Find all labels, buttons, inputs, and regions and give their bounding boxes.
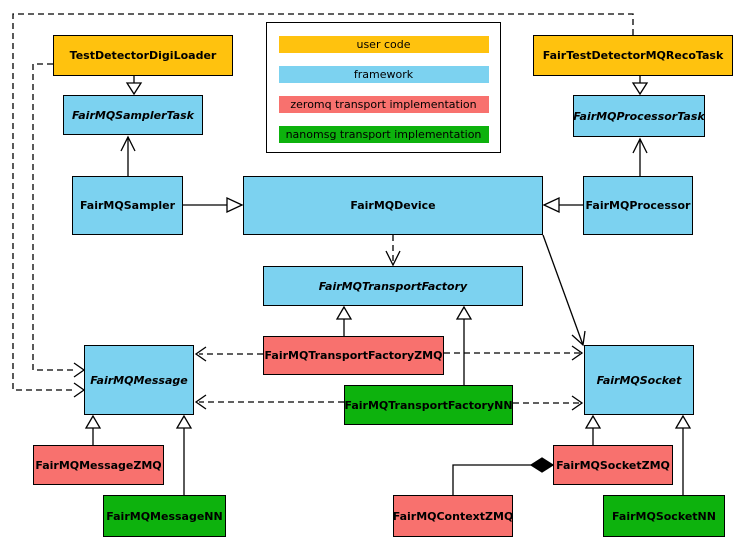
class-box-fairmqprocessor: FairMQProcessor: [583, 176, 693, 235]
open-arrowhead-icon: [385, 250, 401, 267]
open-arrowhead-icon: [120, 135, 136, 152]
class-box-fairmqcontextzmq: FairMQContextZMQ: [393, 495, 513, 537]
open-arrowhead-icon: [194, 346, 207, 362]
legend-swatch-zeromq: zeromq transport implementation: [278, 96, 489, 113]
class-box-fairmqsocket: FairMQSocket: [584, 345, 694, 415]
legend-label: framework: [353, 68, 414, 81]
edge-fairmqdevice-fairmqsocket-association: [542, 234, 586, 347]
hollow-triangle-icon: [674, 414, 692, 429]
edge-fairmqsocketzmq-fairmqsocket-inheritance: [584, 414, 602, 445]
class-label: FairMQContextZMQ: [392, 509, 514, 523]
legend-label: zeromq transport implementation: [290, 98, 477, 111]
hollow-triangle-icon: [84, 414, 102, 429]
hollow-triangle-icon: [226, 196, 244, 214]
edge-fairmqsampler-fairmqsamplertask-association: [120, 135, 136, 176]
class-box-fairmqsocketnn: FairMQSocketNN: [603, 495, 725, 537]
edge-fairmqtransportfactorynn-fairmqsocket-dependency: [513, 395, 584, 411]
class-label: FairMQTransportFactoryNN: [344, 398, 513, 412]
class-label: FairMQMessageZMQ: [35, 458, 162, 472]
class-label: FairMQSocket: [596, 373, 682, 387]
edge-fairmqsocketnn-fairmqsocket-inheritance: [674, 414, 692, 495]
class-label: FairMQSampler: [79, 199, 176, 212]
open-arrowhead-icon: [571, 345, 584, 361]
hollow-triangle-icon: [631, 82, 649, 96]
edge-fairmqtransportfactoryzmq-fairmqtransportfactory-inheritance: [335, 305, 353, 336]
edge-fairtestdetectormqrecotask-fairmqprocessortask-inheritance: [631, 76, 649, 96]
edge-fairmqtransportfactoryzmq-fairmqmessage-dependency: [194, 346, 263, 362]
class-label: FairMQSocketZMQ: [556, 458, 670, 472]
class-label: FairMQProcessor: [585, 199, 691, 212]
hollow-triangle-icon: [125, 82, 143, 96]
open-arrowhead-icon: [571, 330, 586, 347]
class-label: FairMQMessageNN: [106, 509, 223, 523]
edge-fairmqcontextzmq-fairmqsocketzmq-composition: [452, 457, 555, 495]
class-box-fairmqmessagenn: FairMQMessageNN: [103, 495, 226, 537]
class-label: FairMQProcessorTask: [573, 109, 705, 123]
class-box-fairmqdevice: FairMQDevice: [243, 176, 543, 235]
open-arrowhead-icon: [194, 394, 207, 410]
class-box-fairtestdetectormqrecotask: FairTestDetectorMQRecoTask: [533, 35, 733, 76]
class-label: FairMQDevice: [350, 199, 436, 212]
edge-fairmqprocessor-fairmqdevice-inheritance: [542, 196, 583, 214]
open-arrowhead-icon: [73, 382, 86, 398]
edge-fairtestdetectormqrecotask-fairmqmessage-dependency: [12, 13, 634, 398]
class-box-fairmqtransportfactorynn: FairMQTransportFactoryNN: [344, 385, 513, 425]
class-box-fairmqtransportfactoryzmq: FairMQTransportFactoryZMQ: [263, 336, 444, 375]
class-box-fairmqprocessortask: FairMQProcessorTask: [573, 95, 705, 137]
filled-diamond-icon: [529, 457, 555, 473]
hollow-triangle-icon: [455, 305, 473, 320]
hollow-triangle-icon: [335, 305, 353, 320]
open-arrowhead-icon: [73, 362, 86, 378]
class-box-fairmqsamplertask: FairMQSamplerTask: [63, 95, 203, 135]
class-label: FairMQSocketNN: [612, 509, 716, 523]
hollow-triangle-icon: [175, 414, 193, 429]
edge-fairmqtransportfactorynn-fairmqtransportfactory-inheritance: [455, 305, 473, 385]
legend-swatch-user-code: user code: [278, 36, 489, 53]
edge-fairmqsampler-fairmqdevice-inheritance: [183, 196, 244, 214]
open-arrowhead-icon: [571, 395, 584, 411]
class-label: TestDetectorDigiLoader: [69, 49, 217, 62]
class-label: FairMQTransportFactoryZMQ: [264, 349, 443, 362]
edge-fairmqdevice-fairmqtransportfactory-dependency: [385, 235, 401, 267]
edge-fairmqtransportfactorynn-fairmqmessage-dependency: [194, 394, 344, 410]
hollow-triangle-icon: [542, 196, 560, 214]
class-label: FairMQSamplerTask: [72, 108, 194, 122]
legend-label: nanomsg transport implementation: [285, 128, 482, 141]
class-box-fairmqsocketzmq: FairMQSocketZMQ: [553, 445, 673, 485]
edge-testdetectordigiloader-fairmqsamplertask-inheritance: [125, 76, 143, 96]
legend-swatch-framework: framework: [278, 66, 489, 83]
class-box-fairmqtransportfactory: FairMQTransportFactory: [263, 266, 523, 306]
class-label: FairTestDetectorMQRecoTask: [542, 49, 724, 62]
class-box-fairmqsampler: FairMQSampler: [72, 176, 183, 235]
hollow-triangle-icon: [584, 414, 602, 429]
edge-fairmqmessagenn-fairmqmessage-inheritance: [175, 414, 193, 495]
edge-fairmqtransportfactoryzmq-fairmqsocket-dependency: [444, 345, 584, 361]
class-box-fairmqmessage: FairMQMessage: [84, 345, 194, 415]
open-arrowhead-icon: [632, 137, 648, 154]
legend-swatch-nanomsg: nanomsg transport implementation: [278, 126, 489, 143]
class-label: FairMQMessage: [90, 373, 188, 387]
class-box-testdetectordigiloader: TestDetectorDigiLoader: [53, 35, 233, 76]
legend-label: user code: [356, 38, 411, 51]
legend-box: user code framework zeromq transport imp…: [266, 22, 501, 153]
class-box-fairmqmessagezmq: FairMQMessageZMQ: [33, 445, 164, 485]
edge-fairmqprocessor-fairmqprocessortask-association: [632, 137, 648, 176]
class-label: FairMQTransportFactory: [318, 279, 468, 293]
edge-testdetectordigiloader-fairmqmessage-dependency: [32, 63, 86, 378]
edge-fairmqmessagezmq-fairmqmessage-inheritance: [84, 414, 102, 445]
